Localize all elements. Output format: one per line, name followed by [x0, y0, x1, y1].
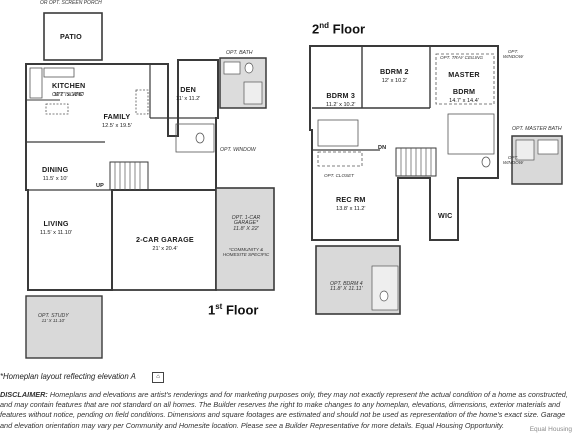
equal-housing-icon: ⌂ — [152, 372, 164, 383]
garage-community-note: *COMMUNITY & HOMESITE SPECIFIC — [222, 247, 270, 257]
opt-window-label: OPT. WINDOW — [220, 147, 256, 153]
opt-master-bath-label: OPT. MASTER BATH — [512, 126, 562, 132]
opt-window-label-2b: OPT. WINDOW — [502, 155, 524, 165]
watermark: Equal Housing — [529, 426, 572, 433]
garage2-label: 2-CAR GARAGE 21' x 20.4' — [136, 235, 194, 252]
opt-garage-outline — [215, 187, 275, 291]
floor-plan-drawing — [25, 12, 563, 359]
footer: *Homeplan layout reflecting elevation A … — [0, 370, 576, 433]
den-label: DEN 11' x 11.2' — [176, 85, 201, 102]
stairs-down-label: DN — [378, 145, 387, 151]
bdrm3-label: BDRM 3 11.2' x 10.2' — [326, 91, 356, 108]
elevation-caption: *Homeplan layout reflecting elevation A — [0, 372, 136, 381]
opt-bath-label: OPT. BATH — [226, 50, 253, 56]
screen-porch-note: OR OPT. SCREEN PORCH — [40, 0, 102, 6]
stairs-first-floor — [109, 161, 149, 191]
dining-label: DINING 11.5' x 10' — [42, 165, 69, 182]
family-label: FAMILY 12.5' x 19.5' — [102, 112, 132, 129]
wic-label: WIC — [438, 211, 453, 220]
opt-study-outline — [25, 295, 103, 359]
opt-closet-label: OPT. CLOSET — [324, 173, 354, 178]
opt-bdrm4-label: OPT. BDRM 4 11.8' x 11.11' — [330, 281, 363, 293]
living-label: LIVING 11.5' x 11.10' — [40, 219, 73, 236]
second-floor-walls — [309, 45, 499, 241]
kitchen-label: KITCHEN 11'7" x 13'6" — [52, 81, 86, 98]
patio-label: PATIO — [60, 32, 82, 41]
bdrm2-label: BDRM 2 12' x 10.2' — [380, 67, 409, 84]
disclaimer: DISCLAIMER: Homeplans and elevations are… — [0, 390, 568, 430]
first-floor-title: 1st Floor — [208, 302, 259, 318]
second-floor-title: 2nd Floor — [312, 21, 366, 37]
opt-study-label: OPT. STUDY 11' x 11.10' — [38, 313, 69, 324]
opt-master-bath — [511, 135, 563, 185]
opt-island-label: OPT. ISLAND — [52, 92, 84, 98]
opt-garage-label: OPT. 1-CAR GARAGE* 11.8' x 22' — [231, 215, 261, 232]
rec-rm-label: REC RM 13.8' x 11.2' — [336, 195, 366, 212]
opt-tray-ceiling-label: OPT. TRAY CEILING — [440, 55, 484, 60]
stairs-up-label: UP — [96, 183, 105, 189]
floor-plan: OR OPT. SCREEN PORCH PATIO KITCHEN 11'7"… — [25, 0, 563, 359]
opt-bdrm4 — [315, 245, 401, 315]
patio-outline — [43, 12, 103, 61]
master-bdrm-label: MASTER BDRM 14.7' x 14.4' — [448, 70, 480, 104]
opt-bath-first-floor — [219, 57, 267, 109]
opt-window-label-2a: OPT. WINDOW — [502, 49, 524, 59]
